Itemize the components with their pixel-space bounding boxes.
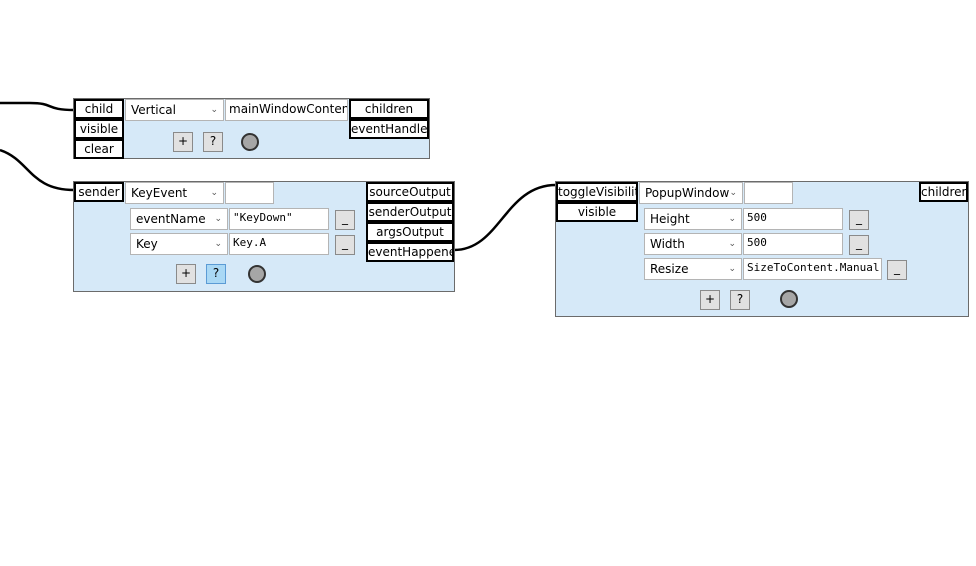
type-select-value: PopupWindow — [645, 186, 730, 200]
add-property-button[interactable]: + — [176, 264, 196, 284]
chevron-down-icon: ⌄ — [214, 214, 222, 224]
property-value-input[interactable]: SizeToContent.Manual — [743, 258, 882, 280]
property-name-select[interactable]: Resize ⌄ — [644, 258, 742, 280]
chevron-down-icon: ⌄ — [214, 239, 222, 249]
property-name-select[interactable]: Height ⌄ — [644, 208, 742, 230]
port-clear[interactable]: clear — [74, 139, 124, 159]
help-button[interactable]: ? — [730, 290, 750, 310]
port-event-handlers[interactable]: eventHandlers — [349, 119, 429, 139]
port-visible[interactable]: visible — [74, 119, 124, 139]
name-input[interactable] — [744, 182, 793, 204]
port-children[interactable]: children — [919, 182, 968, 202]
type-select[interactable]: Vertical ⌄ — [125, 99, 224, 121]
status-indicator[interactable] — [248, 265, 266, 283]
property-name-value: eventName — [136, 212, 206, 226]
add-property-button[interactable]: + — [700, 290, 720, 310]
chevron-down-icon: ⌄ — [729, 188, 737, 198]
chevron-down-icon: ⌄ — [728, 264, 736, 274]
port-children[interactable]: children — [349, 99, 429, 119]
help-button[interactable]: ? — [206, 264, 226, 284]
property-value-input[interactable]: Key.A — [229, 233, 329, 255]
wire-to-child — [0, 101, 75, 112]
port-args-output[interactable]: argsOutput — [366, 222, 454, 242]
property-name-select[interactable]: eventName ⌄ — [130, 208, 228, 230]
type-select-value: KeyEvent — [131, 186, 188, 200]
port-sender-output[interactable]: senderOutput — [366, 202, 454, 222]
help-button[interactable]: ? — [203, 132, 223, 152]
status-indicator[interactable] — [241, 133, 259, 151]
status-indicator[interactable] — [780, 290, 798, 308]
property-value-input[interactable]: "KeyDown" — [229, 208, 329, 230]
port-source-output[interactable]: sourceOutput — [366, 182, 454, 202]
type-select[interactable]: KeyEvent ⌄ — [125, 182, 224, 204]
remove-property-button[interactable]: _ — [849, 210, 869, 230]
port-child[interactable]: child — [74, 99, 124, 119]
chevron-down-icon: ⌄ — [210, 105, 218, 115]
type-select-value: Vertical — [131, 103, 176, 117]
property-value-input[interactable]: 500 — [743, 233, 843, 255]
property-name-value: Width — [650, 237, 685, 251]
port-toggle-visibility[interactable]: toggleVisibility — [556, 182, 638, 202]
property-name-value: Height — [650, 212, 690, 226]
remove-property-button[interactable]: _ — [887, 260, 907, 280]
type-select[interactable]: PopupWindow ⌄ — [639, 182, 743, 204]
remove-property-button[interactable]: _ — [335, 235, 355, 255]
property-name-select[interactable]: Width ⌄ — [644, 233, 742, 255]
chevron-down-icon: ⌄ — [728, 239, 736, 249]
chevron-down-icon: ⌄ — [728, 214, 736, 224]
chevron-down-icon: ⌄ — [210, 188, 218, 198]
remove-property-button[interactable]: _ — [335, 210, 355, 230]
wire-to-sender — [0, 148, 75, 192]
property-name-value: Key — [136, 237, 158, 251]
add-property-button[interactable]: + — [173, 132, 193, 152]
port-event-happened[interactable]: eventHappened — [366, 242, 454, 262]
name-input[interactable]: mainWindowContents — [225, 99, 348, 121]
wire-eventhappened-to-togglevisibility — [453, 183, 557, 252]
port-sender[interactable]: sender — [74, 182, 124, 202]
name-input[interactable] — [225, 182, 274, 204]
property-name-value: Resize — [650, 262, 689, 276]
property-value-input[interactable]: 500 — [743, 208, 843, 230]
property-name-select[interactable]: Key ⌄ — [130, 233, 228, 255]
remove-property-button[interactable]: _ — [849, 235, 869, 255]
port-visible[interactable]: visible — [556, 202, 638, 222]
